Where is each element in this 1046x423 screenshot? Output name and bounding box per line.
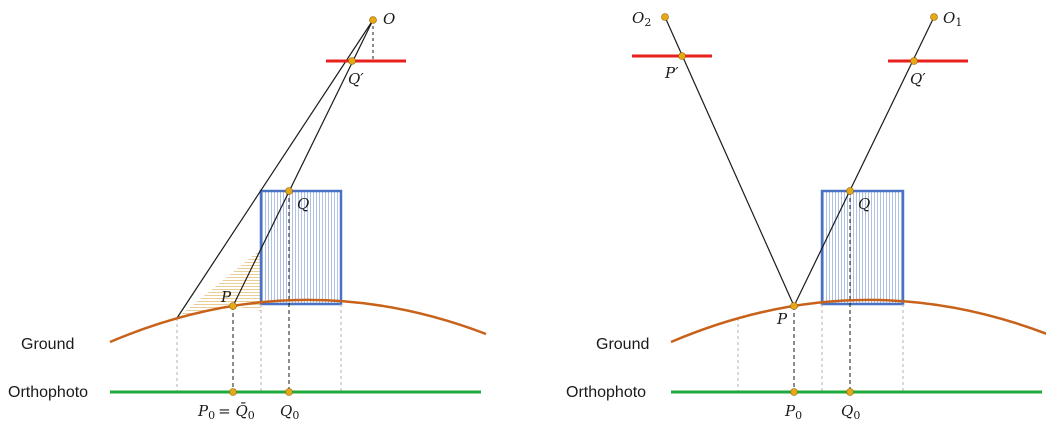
point-O <box>369 16 377 24</box>
label-Q-prime: Q′ <box>910 70 926 88</box>
ray <box>793 16 935 307</box>
point-P0 <box>790 388 798 396</box>
building <box>259 189 343 306</box>
point-Q <box>285 187 293 195</box>
point-P <box>790 302 798 310</box>
label-Q: Q <box>297 195 309 213</box>
point-Q0 <box>285 388 293 396</box>
right-panel: Ground Orthophoto O2 O1 P′ Q′ Q P P0 Q0 <box>566 9 1046 422</box>
ground-label: Ground <box>596 336 649 353</box>
occluded-area <box>177 249 261 318</box>
label-P: P <box>776 310 788 328</box>
ray <box>664 16 795 307</box>
ray <box>176 19 374 319</box>
label-P: P <box>220 288 232 306</box>
orthophoto-label: Orthophoto <box>566 384 646 401</box>
ray <box>232 19 374 307</box>
label-O: O <box>383 10 395 28</box>
ground-label: Ground <box>21 336 74 353</box>
label-O2: O2 <box>632 9 651 29</box>
point-P-prime <box>678 52 686 60</box>
point-O2 <box>661 13 669 21</box>
point-O1 <box>930 13 938 21</box>
point-Q0 <box>846 388 854 396</box>
ground-curve <box>670 298 1046 344</box>
label-P0: P0 <box>784 402 802 422</box>
building <box>820 189 905 306</box>
ground-curve <box>109 298 487 344</box>
point-Q-prime <box>910 57 918 65</box>
point-Q-prime <box>348 57 356 65</box>
point-P0 <box>229 388 237 396</box>
left-panel: Ground Orthophoto O Q′ Q P P0= Q̄0 Q0 <box>8 10 487 422</box>
label-Q0: Q0 <box>280 402 299 422</box>
point-Q <box>846 187 854 195</box>
label-O1: O1 <box>943 9 962 29</box>
label-Q: Q <box>858 195 870 213</box>
label-Q0: Q0 <box>841 402 860 422</box>
label-P0-eq-Qbar0: P0= Q̄0 <box>197 402 255 422</box>
orthophoto-label: Orthophoto <box>8 384 88 401</box>
label-P-prime: P′ <box>664 64 679 82</box>
point-P <box>229 302 237 310</box>
label-Q-prime: Q′ <box>348 70 364 88</box>
